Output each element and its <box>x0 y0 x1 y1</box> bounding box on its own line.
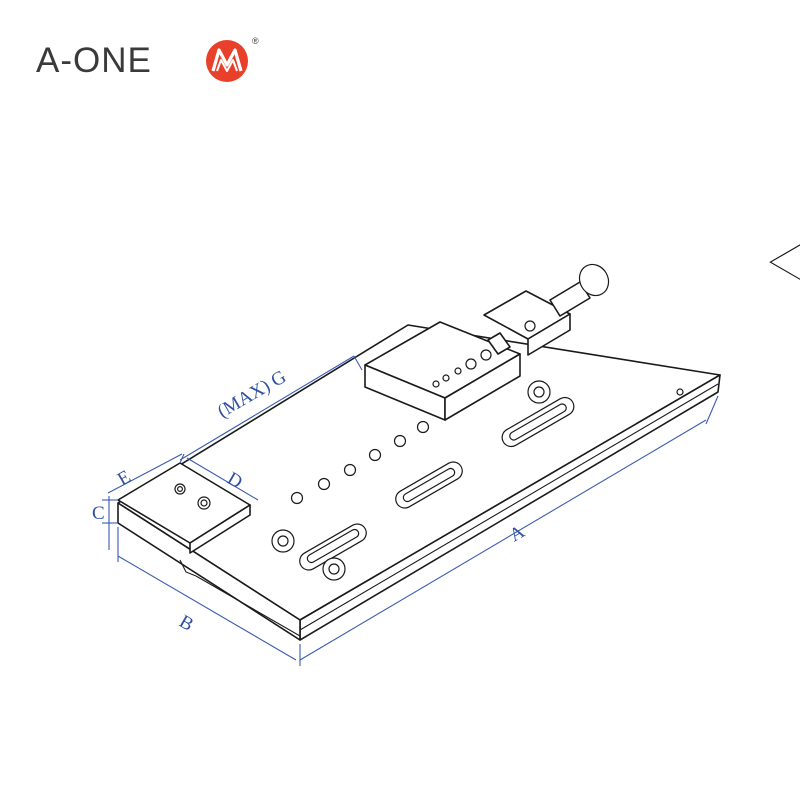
brand-emblem-icon <box>206 40 248 82</box>
movable-jaw <box>364 263 610 421</box>
dimension-annotations <box>102 355 719 666</box>
brand-logo: A-ONE ® <box>36 36 266 88</box>
brand-name: A-ONE <box>36 41 152 80</box>
dimension-c-label: C <box>92 503 105 524</box>
registered-mark: ® <box>252 36 259 46</box>
fixed-jaw <box>117 462 251 554</box>
dimension-a-label: A <box>506 521 529 546</box>
dimension-b-label: B <box>176 611 197 636</box>
dimension-e-label: E <box>114 466 135 490</box>
